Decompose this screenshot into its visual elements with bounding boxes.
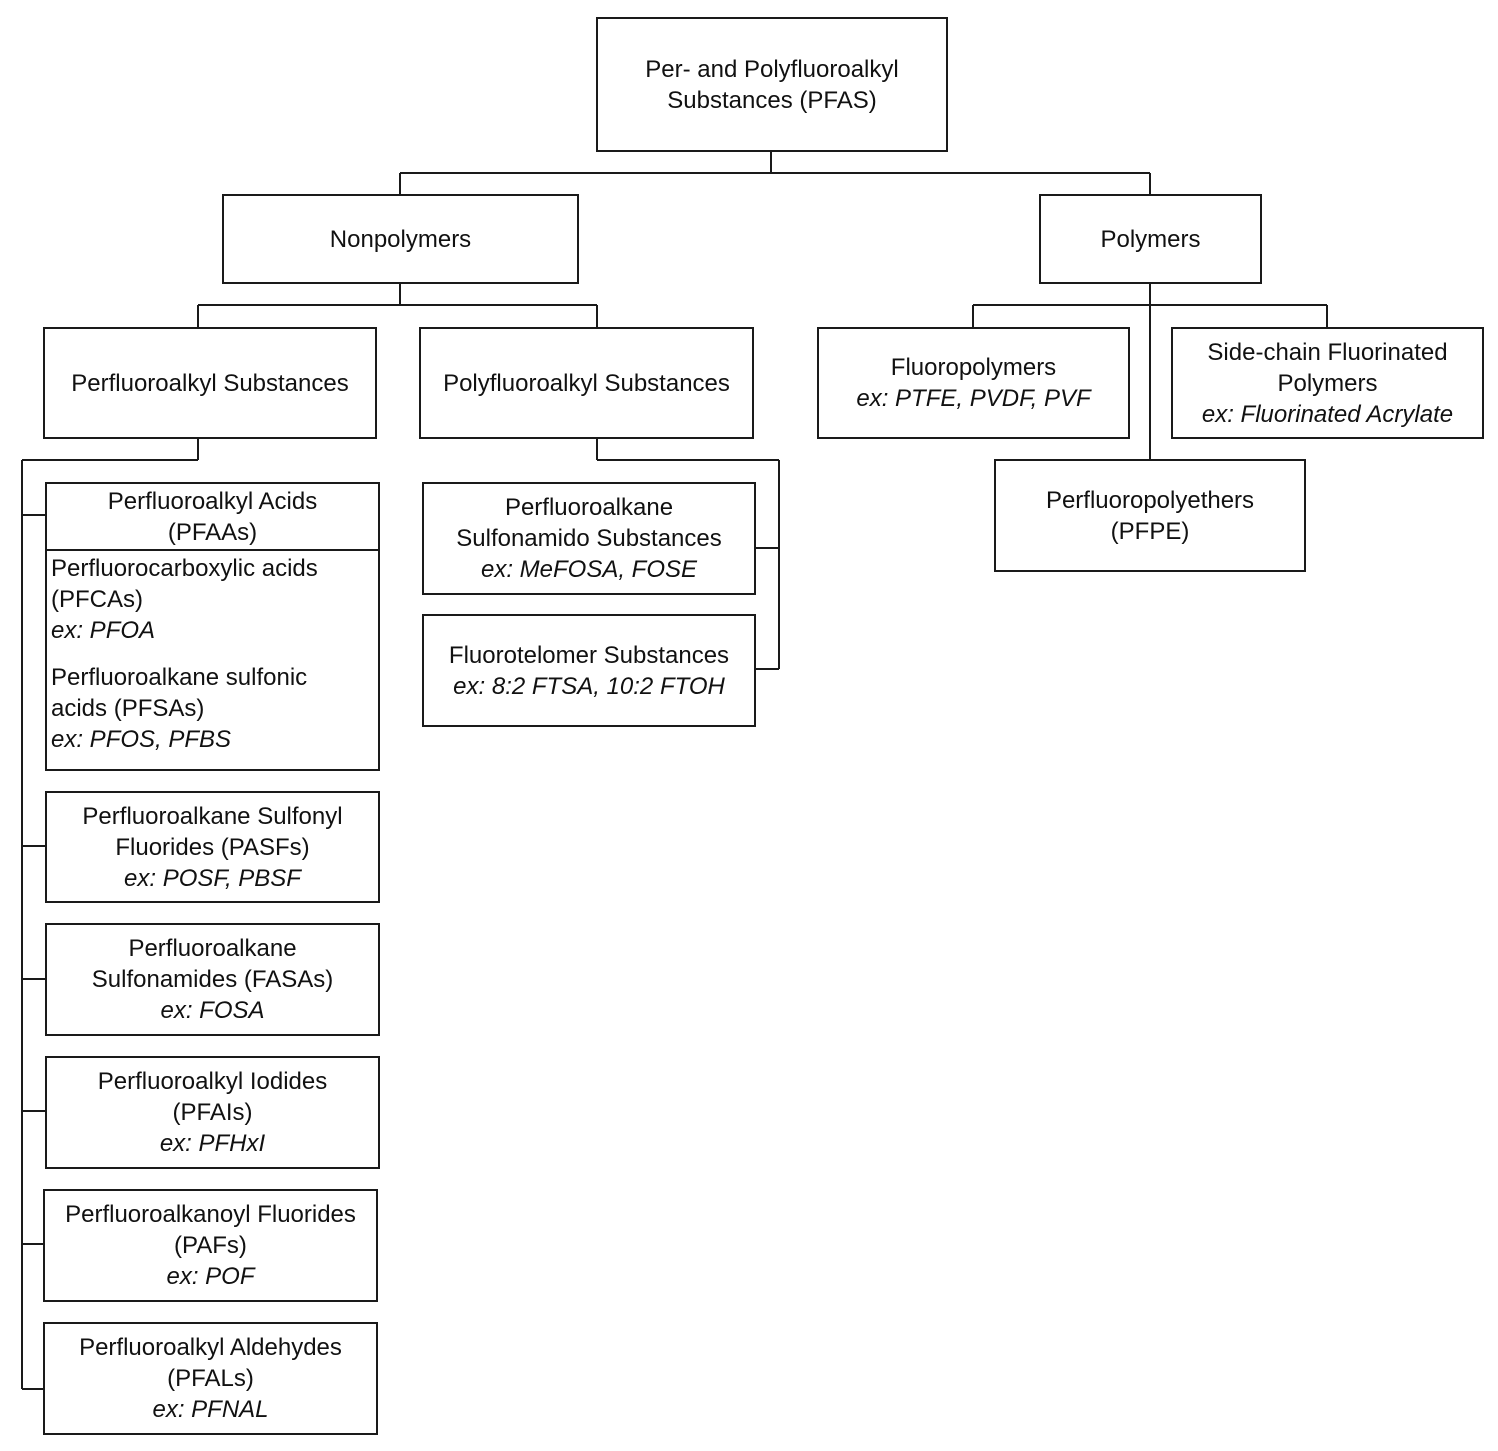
fasas-line2: Sulfonamides (FASAs)	[91, 966, 334, 993]
pfais-example: ex: PFHxI	[159, 1130, 266, 1157]
fasas-line1: Perfluoroalkane	[128, 935, 297, 962]
sulfonamido-line2: Sulfonamido Substances	[456, 525, 722, 552]
fasas-example: ex: FOSA	[160, 997, 265, 1024]
side-chain-example: ex: Fluorinated Acrylate	[1201, 400, 1454, 428]
pfals-box: Perfluoroalkyl Aldehydes (PFALs) ex: PFN…	[43, 1322, 378, 1435]
pafs-example: ex: POF	[166, 1263, 255, 1290]
polymers-box: Polymers	[1039, 194, 1262, 284]
fluoropolymers-label: Fluoropolymers	[890, 354, 1057, 381]
pafs-box: Perfluoroalkanoyl Fluorides (PAFs) ex: P…	[43, 1189, 378, 1302]
pfais-line1: Perfluoroalkyl Iodides	[97, 1068, 328, 1095]
pfaas-box: Perfluoroalkyl Acids (PFAAs) Perfluoroca…	[45, 482, 380, 771]
fluoropolymers-example: ex: PTFE, PVDF, PVF	[856, 385, 1091, 412]
root-title-line1: Per- and Polyfluoroalkyl	[645, 55, 899, 83]
pfaas-line2: (PFAAs)	[167, 518, 258, 546]
fluorotelomer-line1: Fluorotelomer Substances	[448, 641, 730, 669]
pasfs-box: Perfluoroalkane Sulfonyl Fluorides (PASF…	[45, 791, 380, 903]
pfsas-line1: Perfluoroalkane sulfonic	[51, 664, 308, 691]
sulfonamido-line1: Perfluoroalkane	[504, 494, 674, 521]
pfaas-header: Perfluoroalkyl Acids (PFAAs)	[47, 484, 378, 551]
pfsas-example: ex: PFOS, PFBS	[51, 726, 232, 753]
pafs-line2: (PAFs)	[174, 1232, 247, 1259]
nonpolymers-label: Nonpolymers	[329, 225, 472, 253]
pfais-box: Perfluoroalkyl Iodides (PFAIs) ex: PFHxI	[45, 1056, 380, 1169]
fluorotelomer-substances-box: Fluorotelomer Substances ex: 8:2 FTSA, 1…	[422, 614, 756, 727]
pfaas-line1: Perfluoroalkyl Acids	[107, 487, 318, 515]
pfcas-example: ex: PFOA	[51, 617, 156, 644]
polyfluoroalkyl-substances-box: Polyfluoroalkyl Substances	[419, 327, 754, 439]
side-chain-polymers-box: Side-chain Fluorinated Polymers ex: Fluo…	[1171, 327, 1484, 439]
sulfonamido-example: ex: MeFOSA, FOSE	[480, 556, 698, 583]
sulfonamido-substances-box: Perfluoroalkane Sulfonamido Substances e…	[422, 482, 756, 595]
root-title-line2: Substances (PFAS)	[667, 86, 877, 114]
fluoropolymers-box: Fluoropolymers ex: PTFE, PVDF, PVF	[817, 327, 1130, 439]
pasfs-line1: Perfluoroalkane Sulfonyl	[82, 802, 343, 830]
pfpe-line1: Perfluoropolyethers	[1045, 486, 1255, 514]
fluorotelomer-example: ex: 8:2 FTSA, 10:2 FTOH	[453, 672, 725, 700]
pasfs-line2: Fluorides (PASFs)	[115, 833, 310, 861]
pfcas-line2: (PFCAs)	[51, 586, 143, 613]
pfais-line2: (PFAIs)	[172, 1099, 253, 1126]
pfals-line2: (PFALs)	[167, 1365, 254, 1392]
side-chain-line2: Polymers	[1277, 369, 1378, 397]
pfaas-body: Perfluorocarboxylic acids (PFCAs) ex: PF…	[51, 553, 374, 755]
polymers-label: Polymers	[1100, 225, 1201, 253]
side-chain-line1: Side-chain Fluorinated	[1207, 338, 1448, 366]
nonpolymers-box: Nonpolymers	[222, 194, 579, 284]
pfals-line1: Perfluoroalkyl Aldehydes	[79, 1334, 342, 1361]
polyfluoroalkyl-substances-label: Polyfluoroalkyl Substances	[443, 369, 730, 397]
pfpe-line2: (PFPE)	[1110, 517, 1190, 545]
pafs-line1: Perfluoroalkanoyl Fluorides	[65, 1201, 356, 1228]
pasfs-example: ex: POSF, PBSF	[124, 864, 301, 892]
perfluoroalkyl-substances-label: Perfluoroalkyl Substances	[71, 369, 349, 397]
perfluoroalkyl-substances-box: Perfluoroalkyl Substances	[43, 327, 377, 439]
pfals-example: ex: PFNAL	[152, 1396, 269, 1423]
pfsas-line2: acids (PFSAs)	[51, 695, 205, 722]
fasas-box: Perfluoroalkane Sulfonamides (FASAs) ex:…	[45, 923, 380, 1036]
pfpe-box: Perfluoropolyethers (PFPE)	[994, 459, 1306, 572]
pfas-root-box: Per- and Polyfluoroalkyl Substances (PFA…	[596, 17, 948, 152]
pfcas-line1: Perfluorocarboxylic acids	[51, 555, 318, 582]
